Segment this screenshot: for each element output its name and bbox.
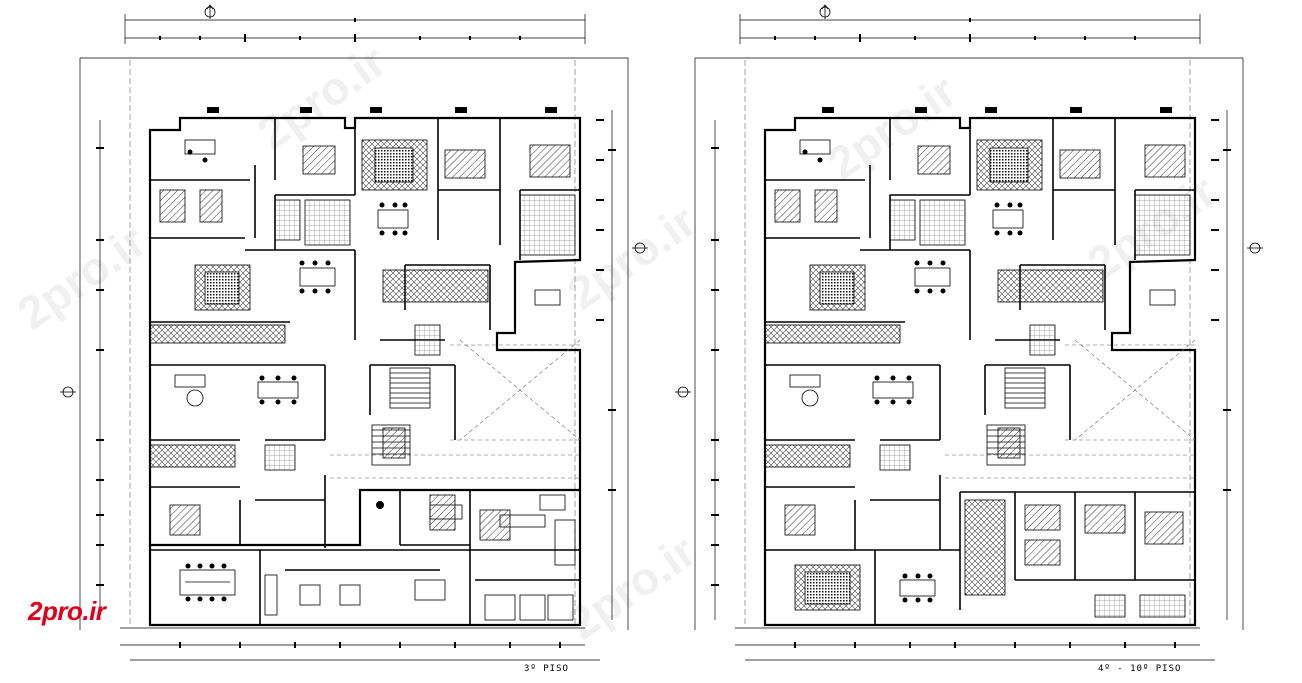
right-floor-plan	[694, 14, 1244, 661]
site-logo: 2pro.ir	[28, 596, 106, 626]
section-marker-icon	[60, 242, 1263, 398]
left-floor-plan	[79, 14, 629, 661]
left-plan-caption: 3º PISO	[524, 664, 569, 674]
north-arrow-icon	[204, 4, 831, 19]
right-plan-caption: 4º - 10º PISO	[1098, 664, 1182, 674]
